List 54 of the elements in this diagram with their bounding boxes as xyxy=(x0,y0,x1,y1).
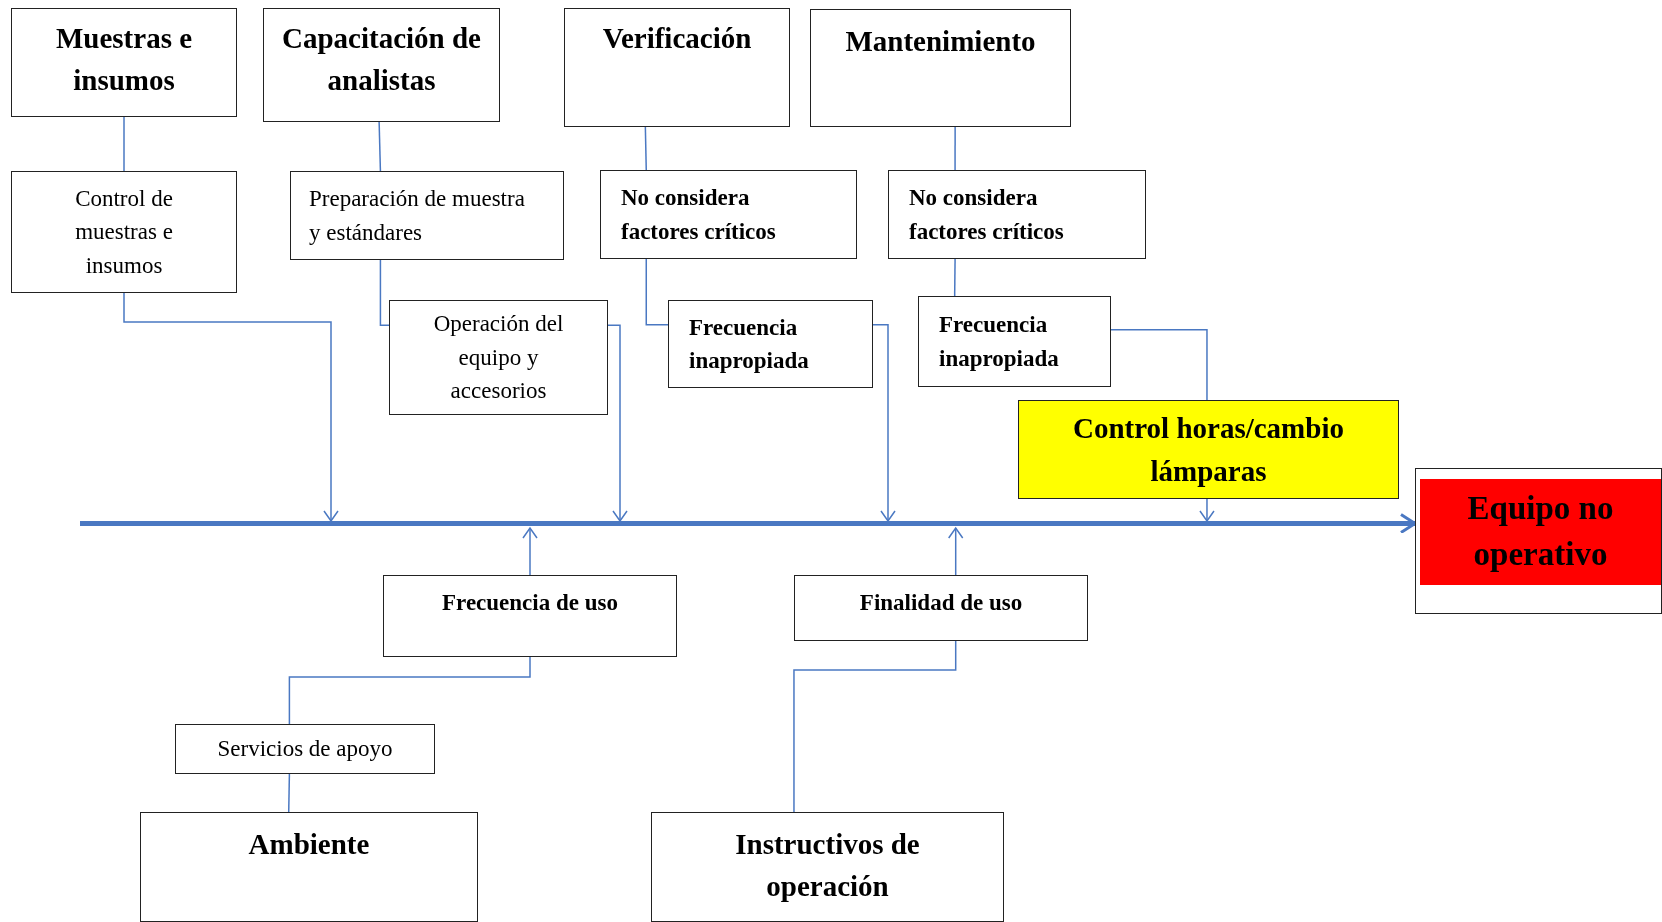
cause-label: No considera factores críticos xyxy=(909,184,1065,246)
cause-label: Ambiente xyxy=(247,827,371,862)
arrow xyxy=(522,527,538,576)
cause-box xyxy=(794,575,1088,641)
cause-label: Control de muestras e insumos xyxy=(74,185,174,280)
connector-line xyxy=(1110,328,1208,401)
cause-label: Preparación de muestra y estándares xyxy=(309,185,526,247)
cause-label: Instructivos de operación xyxy=(734,827,921,905)
connector-line xyxy=(645,258,669,326)
cause-box xyxy=(918,296,1111,387)
arrow xyxy=(1199,498,1215,522)
connector-line xyxy=(123,116,125,172)
connector-line xyxy=(288,656,531,725)
spine-arrow xyxy=(80,513,1417,534)
cause-box xyxy=(175,724,435,774)
cause-box xyxy=(651,812,1004,922)
outcome-box xyxy=(1415,468,1662,614)
cause-label: No considera factores críticos xyxy=(621,184,777,246)
cause-label: Operación del equipo y accesorios xyxy=(432,310,565,406)
arrow xyxy=(607,324,628,522)
cause-label: Mantenimiento xyxy=(844,24,1037,59)
cause-label: Frecuencia de uso xyxy=(441,589,619,617)
cause-box xyxy=(263,8,500,122)
connector-line xyxy=(954,126,956,171)
cause-box xyxy=(668,300,873,388)
cause-label: Frecuencia inapropiada xyxy=(939,311,1060,373)
cause-box xyxy=(810,9,1071,127)
cause-label: Frecuencia inapropiada xyxy=(689,313,810,375)
connector-line xyxy=(793,640,957,813)
cause-label: Muestras e insumos xyxy=(54,21,194,99)
cause-label: Servicios de apoyo xyxy=(216,735,394,764)
highlighted-cause-box xyxy=(1018,400,1399,499)
connector-line xyxy=(287,773,291,813)
cause-label: Finalidad de uso xyxy=(858,589,1024,617)
cause-label: Control horas/cambio lámparas xyxy=(1072,411,1345,489)
arrow xyxy=(947,527,964,576)
arrow xyxy=(123,292,339,522)
cause-box xyxy=(290,171,564,260)
cause-box xyxy=(383,575,677,657)
cause-box xyxy=(11,8,237,117)
cause-box xyxy=(140,812,478,922)
connector-line xyxy=(953,258,956,297)
cause-box xyxy=(389,300,608,415)
cause-label: Verificación xyxy=(601,21,753,56)
outcome-label: Equipo no operativo xyxy=(1420,479,1661,586)
arrow xyxy=(872,323,896,522)
cause-box xyxy=(600,170,857,259)
cause-box xyxy=(11,171,237,293)
connector-line xyxy=(378,121,382,172)
connector-line xyxy=(379,259,390,327)
cause-label: Capacitación de analistas xyxy=(281,21,482,99)
connector-line xyxy=(644,126,647,171)
cause-box xyxy=(888,170,1146,259)
cause-box xyxy=(564,8,790,127)
